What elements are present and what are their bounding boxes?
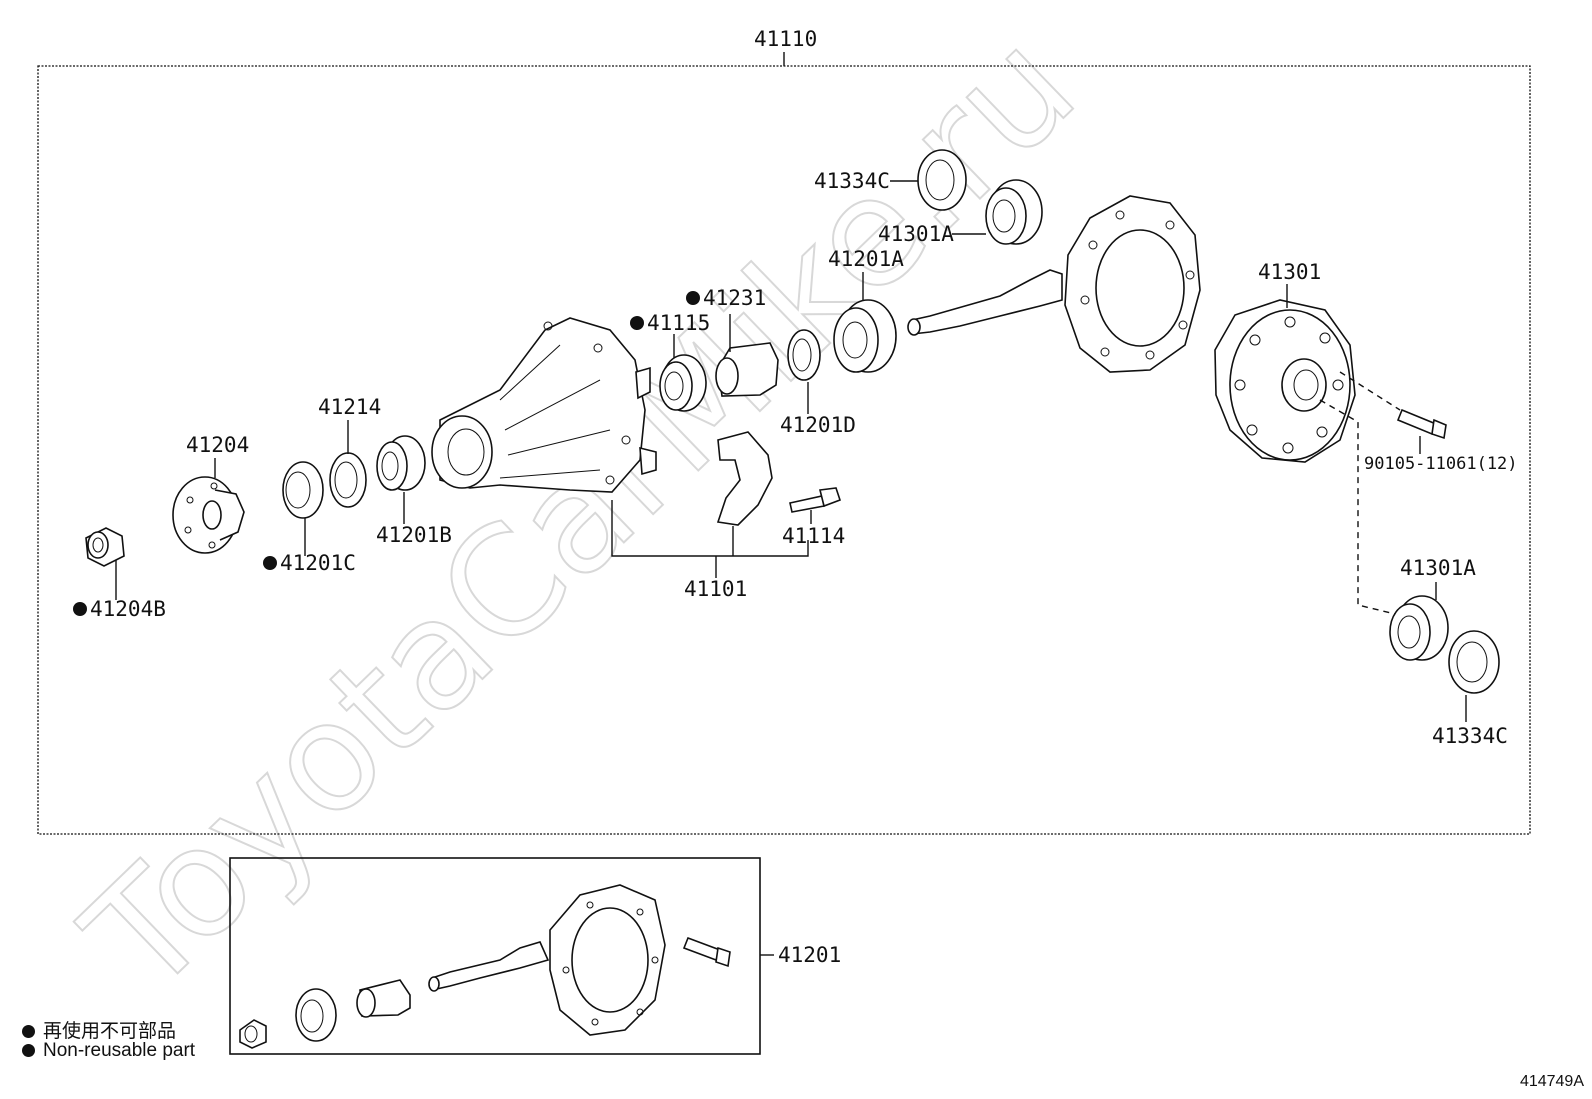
label-41204[interactable]: 41204 (186, 433, 249, 457)
carrier-41101-drawing (431, 317, 657, 493)
bearing-41301a-bottom-drawing (1389, 595, 1449, 661)
label-41201c[interactable]: 41201C (280, 551, 356, 575)
nut-41204b-drawing (85, 527, 125, 567)
label-41231[interactable]: 41231 (703, 286, 766, 310)
shim-41334c-bottom-drawing (1448, 630, 1500, 694)
sub-assembly-label[interactable]: 41201 (778, 943, 841, 967)
label-41114[interactable]: 41114 (782, 524, 845, 548)
sub-ring-pinion-drawing (428, 884, 666, 1036)
label-41201a[interactable]: 41201A (828, 247, 904, 271)
diff-case-41301-drawing (1214, 299, 1356, 463)
label-41214[interactable]: 41214 (318, 395, 381, 419)
washer-41201d-drawing (787, 329, 821, 381)
ring-pinion-drawing (907, 195, 1201, 373)
label-41301a-top[interactable]: 41301A (878, 222, 954, 246)
assembly-label[interactable]: 41110 (754, 27, 817, 51)
sub-assembly-frame (229, 857, 761, 1055)
label-41201b[interactable]: 41201B (376, 523, 452, 547)
label-41115[interactable]: 41115 (647, 311, 710, 335)
label-41334c-top[interactable]: 41334C (814, 169, 890, 193)
nonreusable-dot-41201c (263, 556, 277, 570)
legend-japanese-text: 再使用不可部品 (43, 1021, 177, 1042)
seal-41201c-drawing (282, 461, 324, 519)
label-41201d[interactable]: 41201D (780, 413, 856, 437)
nonreusable-dot-41231 (686, 291, 700, 305)
label-41301[interactable]: 41301 (1258, 260, 1321, 284)
seal-41115-drawing (659, 354, 707, 412)
sub-seal-drawing (295, 988, 337, 1042)
legend-japanese: 再使用不可部品 (22, 1016, 176, 1043)
bearing-41201b-drawing (376, 435, 426, 491)
legend-dot-icon (22, 1025, 35, 1039)
legend-dot-icon (22, 1044, 35, 1058)
sub-spacer-drawing (356, 979, 411, 1018)
shim-41334c-top-drawing (917, 149, 967, 211)
bolt-41114-drawing (789, 487, 842, 513)
label-41301a-bottom[interactable]: 41301A (1400, 556, 1476, 580)
nonreusable-dot-41204b (73, 602, 87, 616)
label-41204b[interactable]: 41204B (90, 597, 166, 621)
bearing-cap-drawing (716, 431, 773, 526)
legend-english-text: Non-reusable part (43, 1040, 196, 1061)
label-41101[interactable]: 41101 (684, 577, 747, 601)
sub-nut-drawing (239, 1019, 267, 1049)
label-90105[interactable]: 90105-11061(12) (1364, 454, 1518, 474)
bearing-41201a-drawing (833, 299, 897, 373)
washer-41214-drawing (329, 452, 367, 508)
nonreusable-dot-41115 (630, 316, 644, 330)
sub-bolt-drawing (682, 936, 731, 968)
bolt-90105-drawing (1396, 408, 1447, 440)
flange-41204-drawing (172, 476, 245, 554)
legend-english: Non-reusable part (22, 1040, 195, 1062)
leader-lines (115, 180, 1467, 722)
spacer-41231-drawing (715, 342, 779, 397)
diagram-reference: 414749A (1519, 1073, 1584, 1090)
bearing-41301a-top-drawing (985, 179, 1043, 245)
label-41334c-bottom[interactable]: 41334C (1432, 724, 1508, 748)
